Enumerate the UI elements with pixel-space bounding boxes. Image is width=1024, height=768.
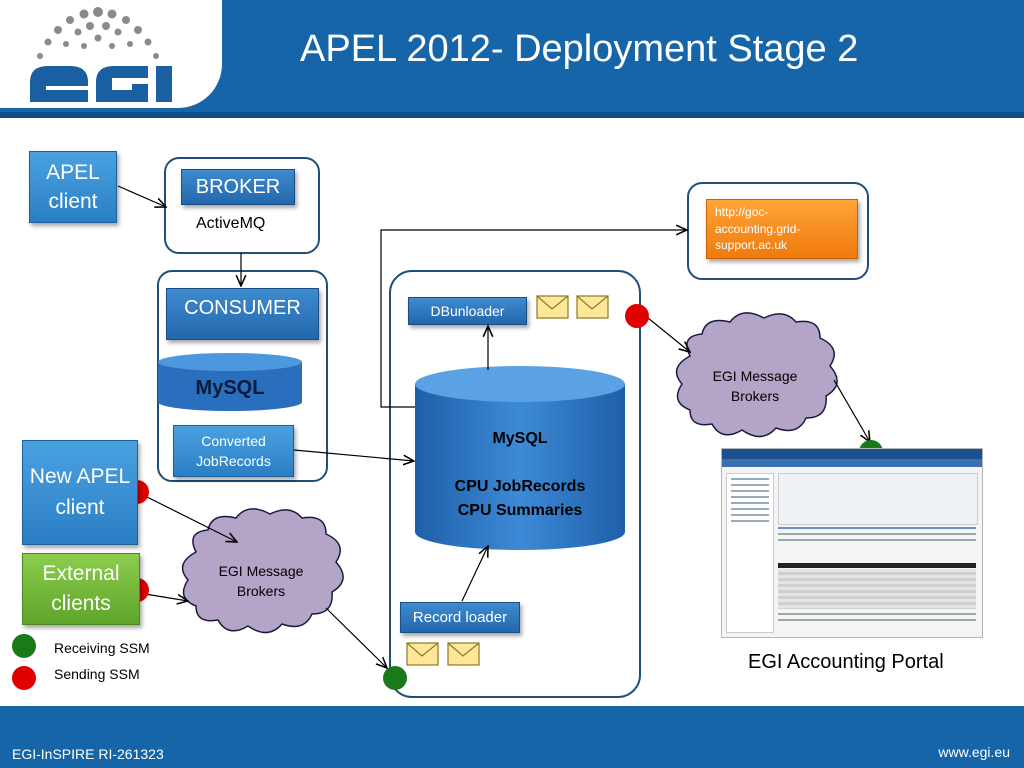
dbunloader-box: DBunloader [408, 297, 527, 325]
arrow-external-brokers [144, 593, 188, 601]
egi-message-brokers-upper-label: EGI Message Brokers [712, 368, 798, 405]
portal-caption: EGI Accounting Portal [748, 651, 944, 673]
new-apel-client-box: New APEL client [22, 440, 138, 545]
header-stripe [0, 112, 1024, 118]
external-clients-box: External clients [22, 553, 140, 625]
egi-logo [0, 0, 222, 108]
legend-receiving-dot [12, 634, 36, 658]
accounting-portal-screenshot [721, 448, 983, 638]
record-loader-box: Record loader [400, 602, 520, 633]
envelope-icon [576, 295, 609, 319]
arrow-converted-mysql [293, 449, 414, 461]
database-frame [389, 270, 641, 698]
footer-project-id: EGI-InSPIRE RI-261323 [12, 746, 164, 762]
mysql-big-cylinder [415, 366, 625, 550]
connector-arrows [117, 185, 870, 668]
envelope-icon [536, 295, 569, 319]
footer-website-link[interactable]: www.egi.eu [938, 744, 1010, 760]
converted-jobrecords-box: Converted JobRecords [173, 425, 294, 477]
envelope-icon [447, 642, 480, 666]
legend-sending-dot [12, 666, 36, 690]
portal-table-header [778, 563, 976, 568]
legend-sending-label: Sending SSM [54, 666, 140, 682]
consumer-box: CONSUMER [166, 288, 319, 340]
arrow-client-broker [117, 185, 166, 207]
accounting-url-box[interactable]: http://goc-accounting.grid-support.ac.uk [706, 199, 858, 259]
legend-receiving-label: Receiving SSM [54, 640, 150, 656]
page-title: APEL 2012- Deployment Stage 2 [300, 28, 859, 70]
portal-header-bar [722, 449, 982, 459]
arrow-loader-mysql [461, 546, 488, 602]
egi-message-brokers-upper-cloud [675, 312, 838, 438]
apel-client-box: APEL client [29, 151, 117, 223]
footer-bar: EGI-InSPIRE RI-261323 www.egi.eu [0, 706, 1024, 768]
mysql-big-line2: CPU Summaries [457, 502, 583, 519]
portal-nav-bar [722, 459, 982, 467]
portal-tree-panel [726, 473, 774, 633]
arrow-mysql-url [380, 230, 687, 408]
egi-message-brokers-lower-cloud [181, 508, 344, 634]
mysql-big-title: MySQL [492, 430, 548, 447]
egi-message-brokers-lower-label: EGI Message Brokers [218, 563, 304, 600]
receiving-ssm-dot-loader [383, 666, 407, 690]
arrow-brokers-loader [325, 607, 387, 668]
envelope-icon [406, 642, 439, 666]
mysql-small-cylinder [158, 353, 302, 411]
mysql-small-label: MySQL [195, 377, 265, 399]
activemq-label: ActiveMQ [196, 215, 266, 232]
broker-box: BROKER [181, 169, 295, 205]
portal-form-panel [778, 473, 978, 525]
arrow-brokers-portal [833, 379, 870, 442]
sending-ssm-dot-dbunloader [625, 304, 649, 328]
portal-table-body [778, 569, 976, 609]
arrow-dbunloader-brokers [647, 317, 690, 352]
egi-logo-graphic [30, 7, 172, 102]
mysql-big-line1: CPU JobRecords [454, 478, 586, 495]
arrow-newapel-brokers [144, 495, 237, 542]
